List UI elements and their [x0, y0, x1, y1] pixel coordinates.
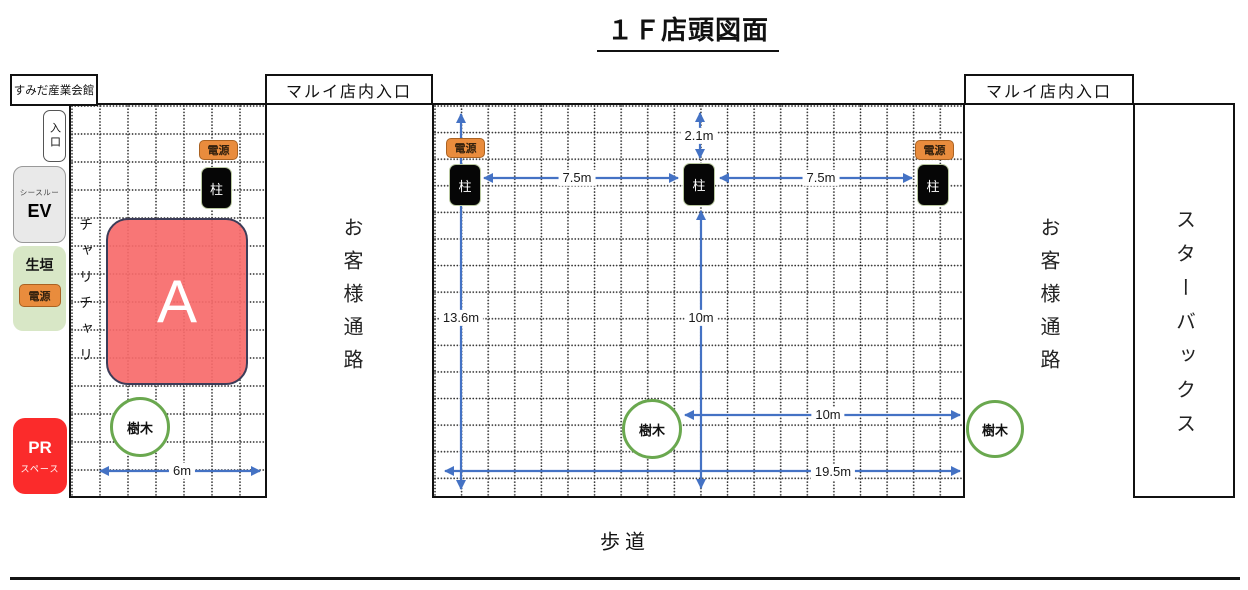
pillar-right: 柱 [917, 164, 949, 206]
dim-pillar-span-right: 7.5m [802, 169, 840, 187]
elevator-label: EV [27, 201, 52, 221]
power-outlet-badge-hedge: 電源 [18, 284, 61, 307]
dim-pillar-offset-top: 2.1m [680, 127, 718, 145]
tree-right: 樹木 [966, 400, 1024, 458]
bike-parking-label: チャリチャリ [78, 217, 94, 373]
pr-space-label-main: PR [28, 437, 52, 457]
hedge-box: 生垣 電源 [13, 246, 66, 331]
power-outlet-badge-mid-left: 電源 [446, 138, 485, 158]
pillar-center: 柱 [683, 163, 715, 206]
dim-pillar-span-left: 7.5m [558, 169, 596, 187]
dim-tree-span: 10m [811, 406, 845, 424]
customer-passage-left-label: お客様通路 [340, 217, 362, 382]
pillar-left: 柱 [449, 164, 481, 206]
dim-grid-height: 13.6m [438, 309, 484, 327]
dim-frontage: 19.5m [810, 463, 856, 481]
street-edge-line [10, 577, 1240, 580]
starbucks-label: スターバックス [1172, 209, 1195, 447]
customer-passage-right-label: お客様通路 [1037, 217, 1059, 382]
building-entrance-label: 入口 [48, 122, 61, 150]
power-outlet-badge-mid-right: 電源 [915, 140, 954, 160]
starbucks-area: スターバックス [1133, 103, 1235, 498]
marui-entrance-label-left: マルイ店内入口 [265, 74, 433, 105]
dim-pillar-to-bottom: 10m [684, 309, 718, 327]
pr-space-box: PR スペース [13, 418, 67, 494]
dim-bike-width: 6m [168, 462, 196, 480]
building-entrance-box: 入口 [43, 110, 66, 162]
pillar-bike-area: 柱 [201, 167, 232, 209]
power-outlet-badge-left: 電源 [199, 140, 238, 160]
elevator-caption: シースルー [19, 188, 60, 197]
page-title: １Ｆ店頭図面 [597, 10, 780, 52]
elevator-box: シースルー EV [13, 166, 66, 243]
sidewalk-label: 歩道 [600, 531, 650, 554]
hedge-label: 生垣 [25, 257, 54, 273]
marui-entrance-label-right: マルイ店内入口 [964, 74, 1134, 105]
sumida-hall-label: すみだ産業会館 [10, 74, 98, 106]
tree-center: 樹木 [622, 399, 682, 459]
zone-a-box: A [106, 218, 248, 385]
tree-left: 樹木 [110, 397, 170, 457]
pr-space-label-sub: スペース [20, 463, 60, 474]
